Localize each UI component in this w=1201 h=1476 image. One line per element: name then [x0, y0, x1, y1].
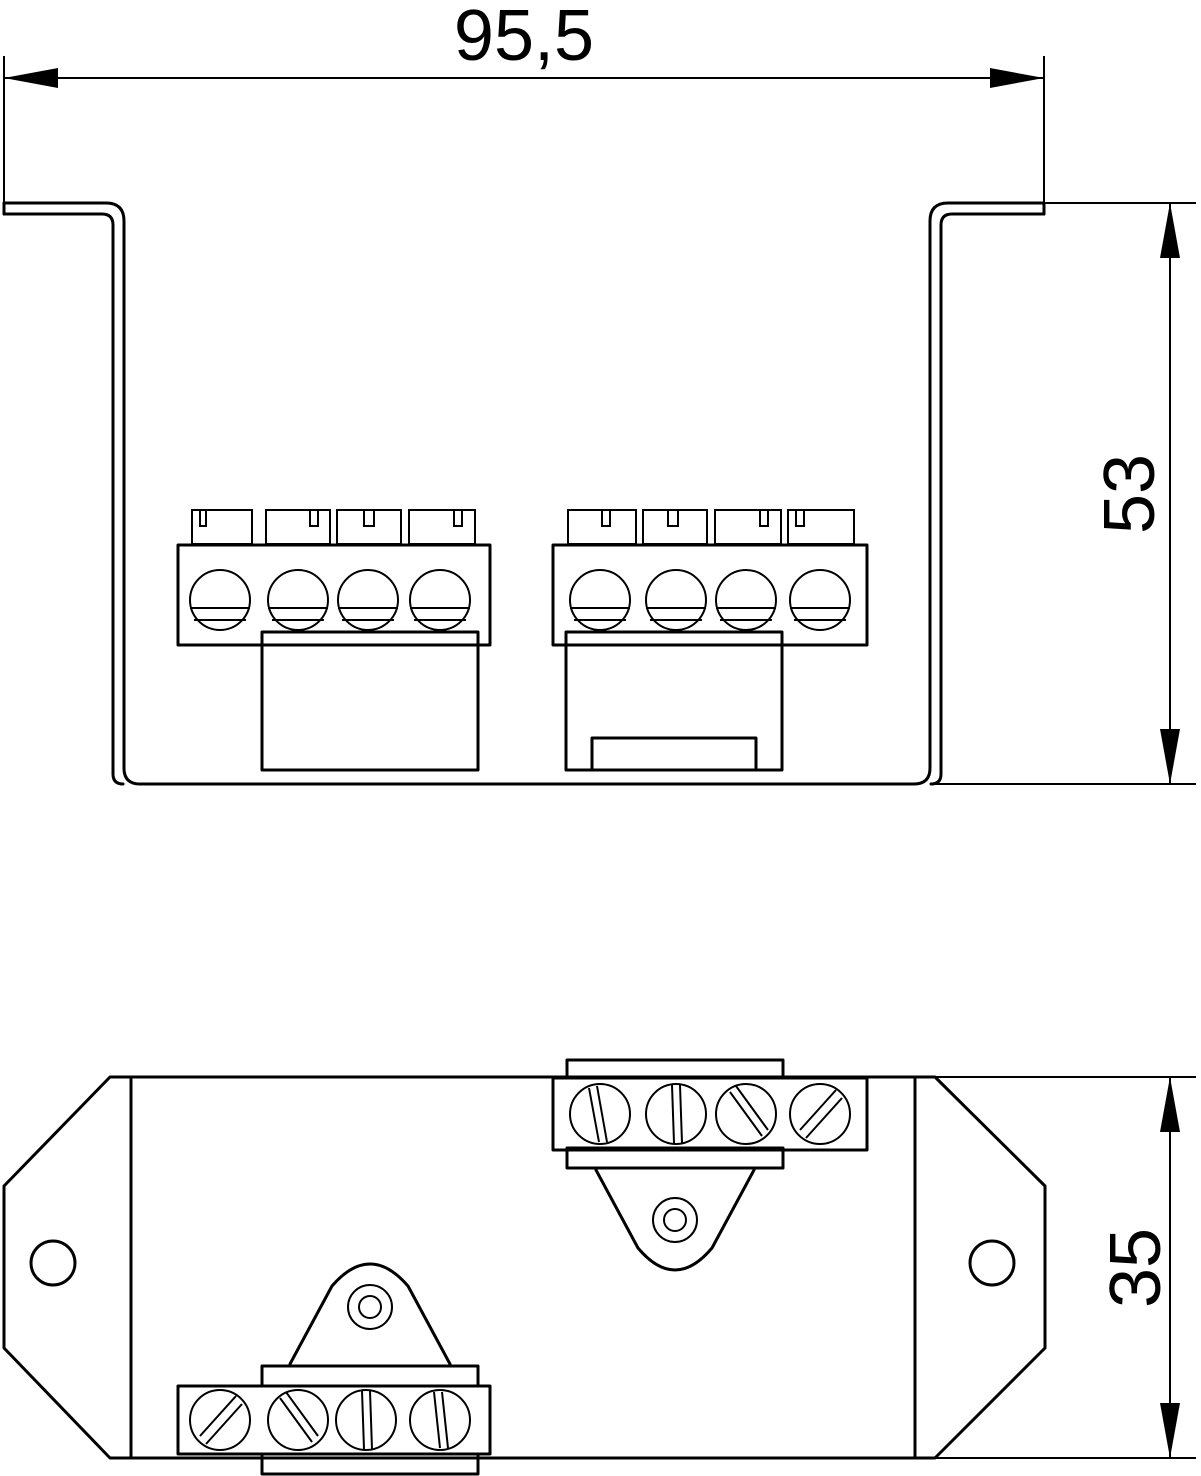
terminal-strip-upper [551, 1058, 869, 1272]
mounting-bracket-profile [2, 201, 1046, 786]
terminal-block-left [176, 509, 492, 772]
base-plate [2, 1075, 1047, 1460]
terminal-block-right [551, 509, 869, 772]
screws-upper [569, 1083, 851, 1145]
terminal-holes-right [569, 569, 851, 631]
terminal-strip-lower [176, 1262, 492, 1476]
dimension-height: 53 [930, 202, 1196, 785]
screws-lower [189, 1389, 471, 1451]
dimension-width: 95,5 [3, 0, 1045, 203]
mounting-hole-right [968, 1239, 1016, 1287]
dimension-width-label: 95,5 [454, 0, 594, 76]
screw-caps-left [191, 509, 476, 545]
dimension-height-label: 53 [1090, 454, 1170, 534]
fixing-screw-lower [347, 1284, 393, 1330]
front-view: 95,5 53 [2, 0, 1196, 786]
mounting-hole-left [29, 1239, 77, 1287]
terminal-holes-left [189, 569, 471, 631]
top-view: 35 [2, 1058, 1196, 1476]
screw-caps-right [567, 509, 855, 545]
fixing-screw-upper [652, 1197, 698, 1243]
dimension-depth: 35 [935, 1076, 1196, 1459]
dimension-depth-label: 35 [1096, 1228, 1176, 1308]
